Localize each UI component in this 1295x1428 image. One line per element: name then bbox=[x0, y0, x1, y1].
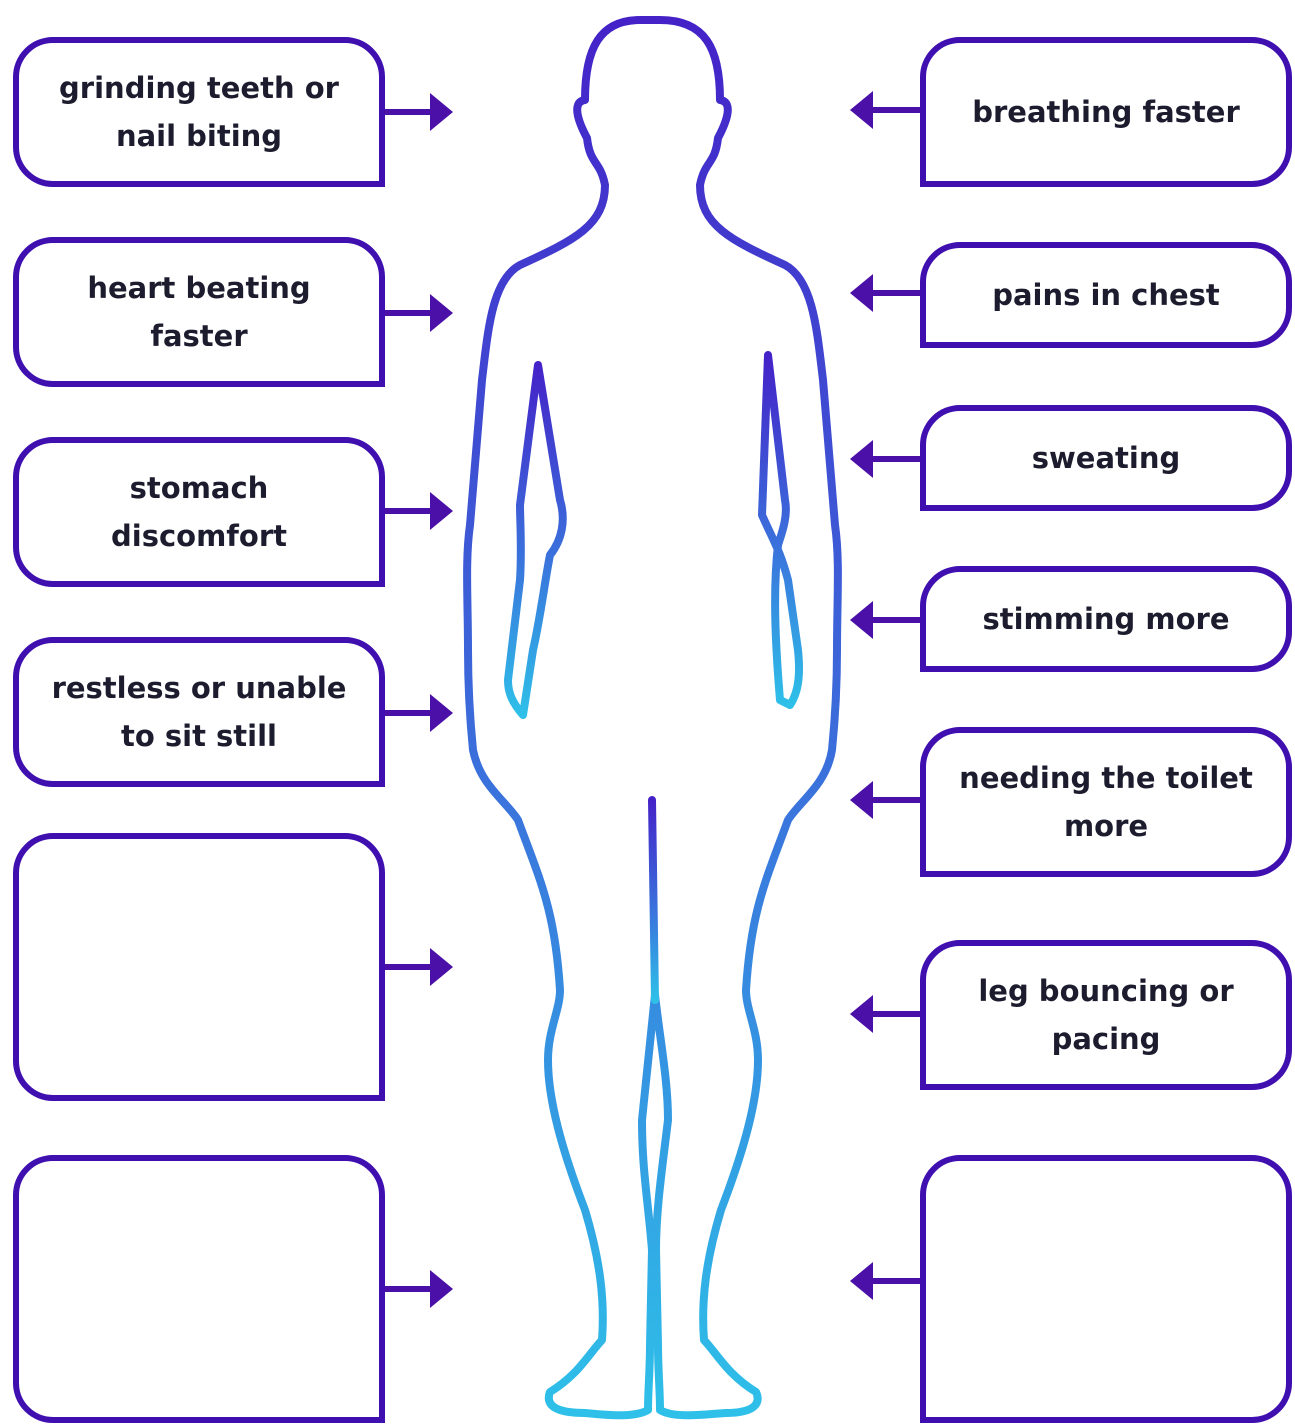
symptom-box-stomach: stomach discomfort bbox=[13, 437, 385, 587]
leg-gap-line bbox=[652, 800, 655, 1000]
arrow-left bbox=[850, 274, 920, 312]
left-arm-gap bbox=[508, 365, 563, 715]
symptom-label: restless or unable to sit still bbox=[19, 664, 379, 760]
arrow-left bbox=[850, 995, 920, 1033]
arrow-left bbox=[850, 781, 920, 819]
symptom-box-blank-2[interactable] bbox=[13, 1155, 385, 1423]
symptom-box-toilet: needing the toilet more bbox=[920, 727, 1292, 877]
symptom-box-grinding-teeth: grinding teeth or nail biting bbox=[13, 37, 385, 187]
symptom-label: breathing faster bbox=[946, 88, 1266, 136]
body-outline bbox=[467, 20, 838, 1415]
arrow-right bbox=[385, 948, 453, 986]
symptom-box-restless: restless or unable to sit still bbox=[13, 637, 385, 787]
arrow-left bbox=[850, 1262, 920, 1300]
symptom-label: needing the toilet more bbox=[926, 754, 1286, 850]
arrow-left bbox=[850, 440, 920, 478]
arrow-right bbox=[385, 93, 453, 131]
arrow-right bbox=[385, 1270, 453, 1308]
right-arm-gap bbox=[762, 355, 799, 705]
arrow-right bbox=[385, 294, 453, 332]
symptom-box-sweating: sweating bbox=[920, 405, 1292, 511]
symptom-box-stimming: stimming more bbox=[920, 566, 1292, 672]
symptom-label: pains in chest bbox=[966, 271, 1246, 319]
symptom-label: heart beating faster bbox=[19, 264, 379, 360]
symptom-box-blank-1[interactable] bbox=[13, 833, 385, 1101]
symptom-label: sweating bbox=[1006, 434, 1207, 482]
symptom-label: stimming more bbox=[956, 595, 1255, 643]
arrow-right bbox=[385, 694, 453, 732]
symptom-label: leg bouncing or pacing bbox=[926, 967, 1286, 1063]
symptom-label: grinding teeth or nail biting bbox=[19, 64, 379, 160]
arrow-right bbox=[385, 492, 453, 530]
arrow-left bbox=[850, 91, 920, 129]
symptom-box-breathing: breathing faster bbox=[920, 37, 1292, 187]
symptom-box-heart-beating: heart beating faster bbox=[13, 237, 385, 387]
symptom-box-blank-3[interactable] bbox=[920, 1155, 1292, 1423]
symptom-box-chest-pain: pains in chest bbox=[920, 242, 1292, 348]
right-arrows bbox=[850, 91, 920, 1300]
arrow-left bbox=[850, 601, 920, 639]
symptom-label: stomach discomfort bbox=[19, 464, 379, 560]
left-arrows bbox=[385, 93, 453, 1308]
symptom-box-leg-bouncing: leg bouncing or pacing bbox=[920, 940, 1292, 1090]
